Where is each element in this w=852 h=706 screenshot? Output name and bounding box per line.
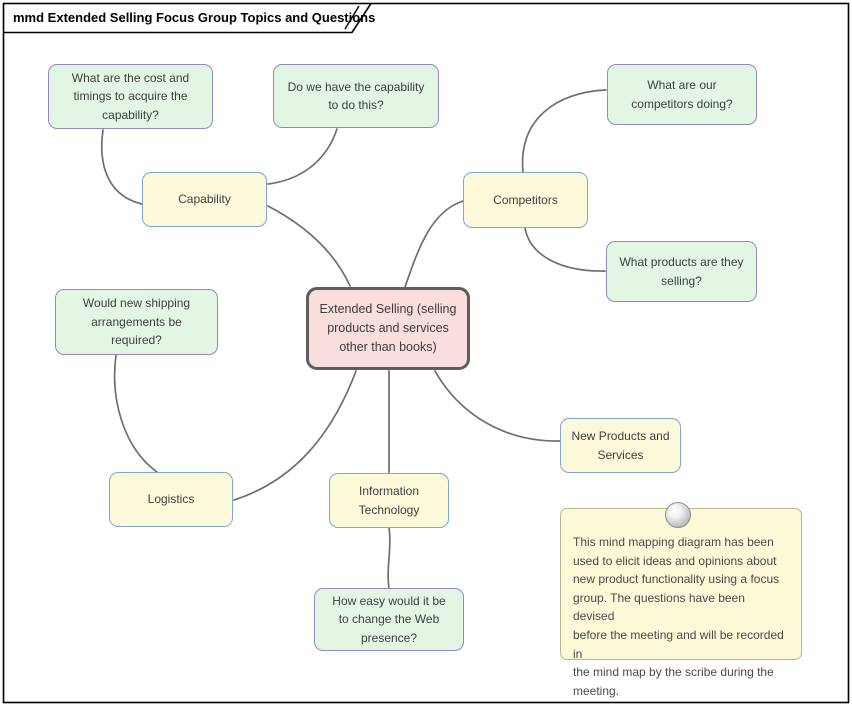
connector-central-competitors[interactable] [404, 200, 464, 288]
topic-node-capability[interactable]: Capability [142, 172, 267, 227]
question-node-capability-to-do-this[interactable]: Do we have the capability to do this? [273, 64, 439, 128]
connector-central-capability[interactable] [267, 205, 351, 287]
connector-capability-do-this[interactable] [267, 128, 338, 185]
connector-it-web-presence[interactable] [387, 527, 391, 589]
question-node-products-they-selling[interactable]: What products are they selling? [606, 241, 757, 302]
topic-node-information-technology[interactable]: Information Technology [329, 473, 449, 528]
pushpin-icon [665, 502, 691, 528]
question-node-shipping-arrangements[interactable]: Would new shipping arrangements be requi… [55, 289, 218, 355]
topic-node-competitors[interactable]: Competitors [463, 172, 588, 228]
question-node-cost-timings[interactable]: What are the cost and timings to acquire… [48, 64, 213, 129]
topic-node-new-products-and-services[interactable]: New Products and Services [560, 418, 681, 473]
note-box[interactable]: This mind mapping diagram has been used … [560, 508, 802, 698]
connector-logistics-shipping[interactable] [113, 354, 158, 473]
frame-tab-slash-icon [344, 5, 360, 30]
connector-central-new-products[interactable] [434, 370, 561, 442]
topic-node-logistics[interactable]: Logistics [109, 472, 233, 527]
diagram-title: mmd Extended Selling Focus Group Topics … [13, 10, 376, 25]
frame-tab-edge [3, 3, 372, 34]
connector-central-logistics[interactable] [233, 370, 357, 501]
question-node-competitors-doing[interactable]: What are our competitors doing? [607, 64, 757, 125]
connector-capability-cost[interactable] [100, 129, 143, 205]
central-node-extended-selling[interactable]: Extended Selling (selling products and s… [306, 287, 470, 370]
question-node-web-presence[interactable]: How easy would it be to change the Web p… [314, 588, 464, 651]
connector-competitors-selling[interactable] [524, 227, 606, 272]
connector-competitors-doing[interactable] [521, 89, 607, 173]
